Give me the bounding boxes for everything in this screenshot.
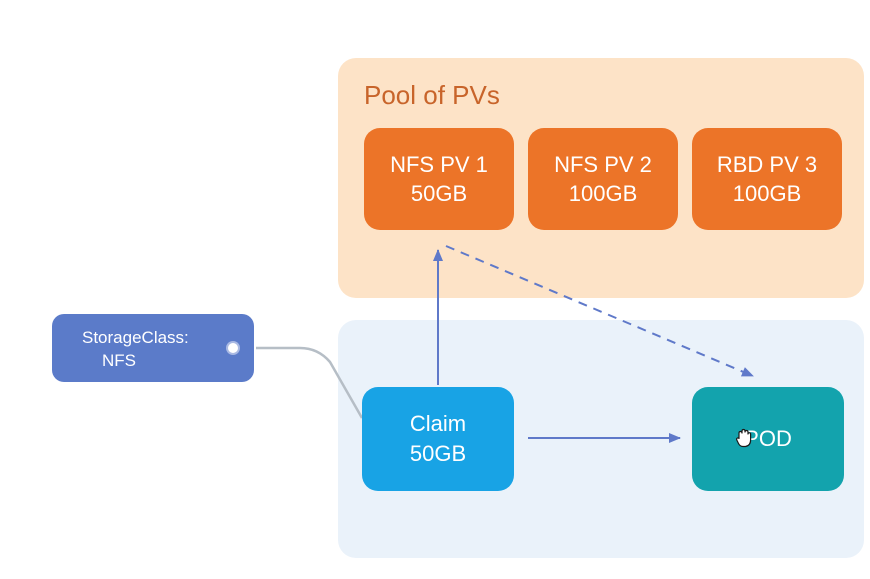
connector-port-icon[interactable] [228,343,238,353]
storageclass-node[interactable]: StorageClass: NFS [52,314,254,382]
pool-title: Pool of PVs [364,80,500,110]
claim-label: Claim [409,411,467,436]
storageclass-connector [256,346,364,419]
storageclass-label: StorageClass: [82,328,189,347]
pv-size: 100GB [568,181,638,206]
pv-size: 100GB [732,181,802,206]
pv-node-rbd-pv-3[interactable]: RBD PV 3 100GB [692,128,842,230]
pv-node-nfs-pv-2[interactable]: NFS PV 2 100GB [528,128,678,230]
pv-size: 50GB [410,181,468,206]
pod-label: POD [744,426,792,451]
pv-to-pod-dashed-arrow [445,245,754,377]
storageclass-type: NFS [102,351,136,370]
claim-node[interactable]: Claim 50GB [362,387,514,491]
pv-name: NFS PV 1 [390,152,488,177]
pv-node-nfs-pv-1[interactable]: NFS PV 1 50GB [364,128,514,230]
pv-name: NFS PV 2 [554,152,652,177]
pod-node[interactable]: POD [692,387,844,491]
pv-name: RBD PV 3 [716,152,818,177]
claim-size: 50GB [409,441,467,466]
hand-grab-icon [736,428,752,448]
